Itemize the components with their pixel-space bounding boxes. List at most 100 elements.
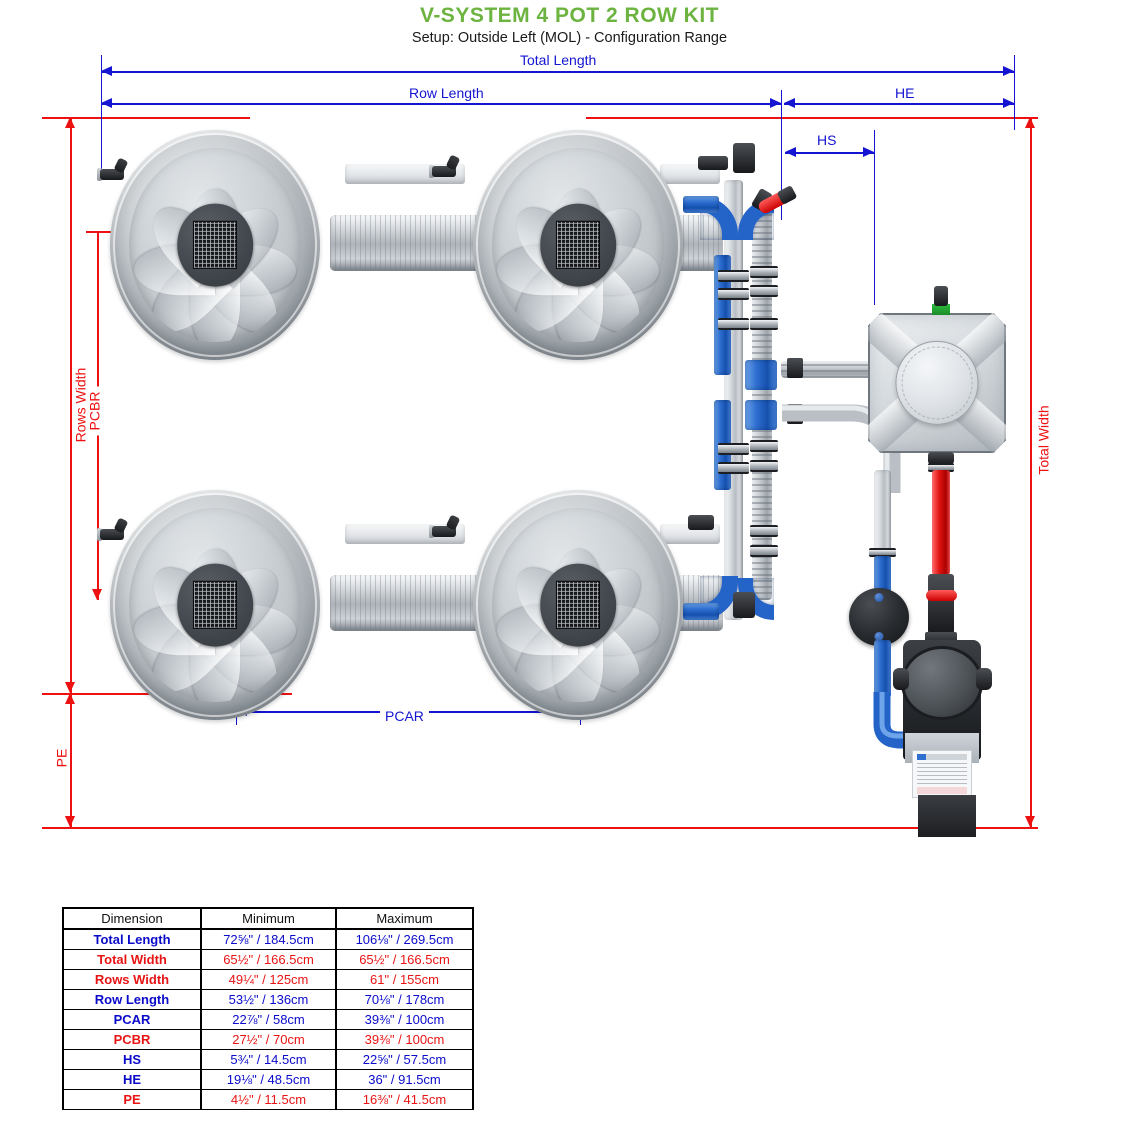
pipe-clamp-5 — [718, 318, 749, 330]
page-subtitle: Setup: Outside Left (MOL) - Configuratio… — [411, 30, 728, 46]
pot-rim — [113, 133, 317, 357]
dim-line-pe — [70, 693, 72, 827]
cell-minimum: 22⅞" / 58cm — [200, 1009, 337, 1030]
riser-cap-top[interactable] — [733, 143, 755, 173]
pot-rim — [476, 493, 680, 717]
inline-red-valve[interactable] — [926, 590, 957, 601]
page-title: V-SYSTEM 4 POT 2 ROW KIT — [419, 4, 720, 27]
dim-label-pe: PE — [53, 743, 70, 773]
pipe-clamp-4 — [750, 285, 778, 297]
grow-pot-1[interactable] — [110, 130, 320, 360]
ext-line-right — [1014, 55, 1015, 130]
dim-line-hs — [785, 152, 874, 154]
pot-mesh-grid — [192, 580, 238, 630]
dim-label-pcar: PCAR — [380, 708, 429, 724]
dim-label-total-length: Total Length — [515, 52, 602, 68]
cell-maximum: 70⅛" / 178cm — [335, 989, 474, 1010]
tank-bottom-fitting — [928, 452, 954, 464]
cell-dimension: Row Length — [62, 989, 202, 1010]
cell-dimension: PCAR — [62, 1009, 202, 1030]
dim-label-row-length: Row Length — [404, 85, 489, 101]
grow-pot-2[interactable] — [473, 130, 683, 360]
grow-pot-3[interactable] — [110, 490, 320, 720]
return-pipe-blue-lower — [874, 640, 891, 698]
tank-lid[interactable] — [895, 340, 979, 426]
red-supply-pipe — [932, 470, 950, 575]
dim-line-total-length — [101, 71, 1014, 73]
col-header-dimension: Dimension — [62, 907, 202, 930]
dim-line-he — [784, 103, 1014, 105]
pump-return-pipe-silver — [874, 470, 891, 560]
pipe-clamp-10 — [750, 460, 778, 472]
cell-dimension: Rows Width — [62, 969, 202, 990]
pump-bolt-left — [893, 668, 909, 690]
pipe-clamp-2 — [718, 288, 749, 300]
feed-pipe-clamp-a — [787, 358, 803, 378]
pipe-clamp-8 — [750, 440, 778, 452]
pot-bowl — [473, 490, 683, 720]
red-boundary-bottom-left — [42, 827, 922, 829]
riser-fitting-top — [698, 156, 728, 170]
reservoir-tank[interactable] — [868, 313, 1006, 453]
cell-minimum: 72⅝" / 184.5cm — [200, 928, 337, 950]
dim-label-hs: HS — [812, 132, 842, 148]
filter-bolt-top — [874, 593, 884, 602]
pump-bolt-right — [976, 668, 992, 690]
dim-label-he: HE — [890, 85, 920, 101]
pipe-clamp-1 — [718, 270, 749, 282]
manifold-blue-vert-upper — [714, 255, 731, 375]
arrowhead-up-pe — [65, 693, 75, 704]
dim-line-row-length — [101, 103, 781, 105]
red-boundary-bottom-right — [975, 827, 1038, 829]
pump-spec-label — [912, 750, 972, 798]
cell-maximum: 65½" / 166.5cm — [335, 949, 474, 970]
label-header-bar — [917, 754, 967, 760]
cell-minimum: 4½" / 11.5cm — [200, 1089, 337, 1110]
cell-dimension: PE — [62, 1089, 202, 1110]
ext-line-left — [101, 55, 102, 175]
tank-top-fitting-green — [932, 304, 950, 315]
pot-bowl — [110, 490, 320, 720]
arrowhead-right-row-length — [770, 98, 781, 108]
red-pipe-black-union — [928, 574, 954, 634]
dim-line-rows-width — [70, 117, 72, 693]
red-boundary-top-right — [586, 117, 1038, 119]
label-text-lines — [917, 763, 967, 785]
riser-cap-bottom[interactable] — [733, 592, 755, 618]
return-pipe-blue-upper — [874, 556, 891, 596]
pipe-clamp-12 — [750, 545, 778, 557]
pot-mesh-grid — [192, 220, 238, 270]
cell-minimum: 65½" / 166.5cm — [200, 949, 337, 970]
pipe-clamp-7 — [718, 443, 749, 455]
arrowhead-up-total-width-right — [1025, 117, 1035, 128]
cell-dimension: Total Length — [62, 928, 202, 950]
filter-disc[interactable] — [849, 588, 909, 646]
arrowhead-right-total-length — [1003, 66, 1014, 76]
pot-bowl — [473, 130, 683, 360]
tank-top-cap-black[interactable] — [934, 286, 948, 306]
cell-maximum: 106⅛" / 269.5cm — [335, 928, 474, 950]
arrowhead-down-pe-bottom — [65, 816, 75, 827]
pot-bowl — [110, 130, 320, 360]
cell-maximum: 39⅜" / 100cm — [335, 1029, 474, 1050]
cell-dimension: PCBR — [62, 1029, 202, 1050]
label-footer-bar — [917, 787, 967, 794]
arrowhead-left-he — [784, 98, 795, 108]
cell-minimum: 19⅛" / 48.5cm — [200, 1069, 337, 1090]
red-boundary-top-left — [42, 117, 250, 119]
pipe-clamp-3 — [750, 266, 778, 278]
grow-pot-4[interactable] — [473, 490, 683, 720]
manifold-tee-upper — [745, 360, 777, 390]
manifold-blue-horiz-row2 — [683, 603, 719, 620]
pot-4-nozzle-fitting — [428, 514, 462, 539]
pot-rim — [476, 133, 680, 357]
ext-line-hs-end — [874, 130, 875, 305]
